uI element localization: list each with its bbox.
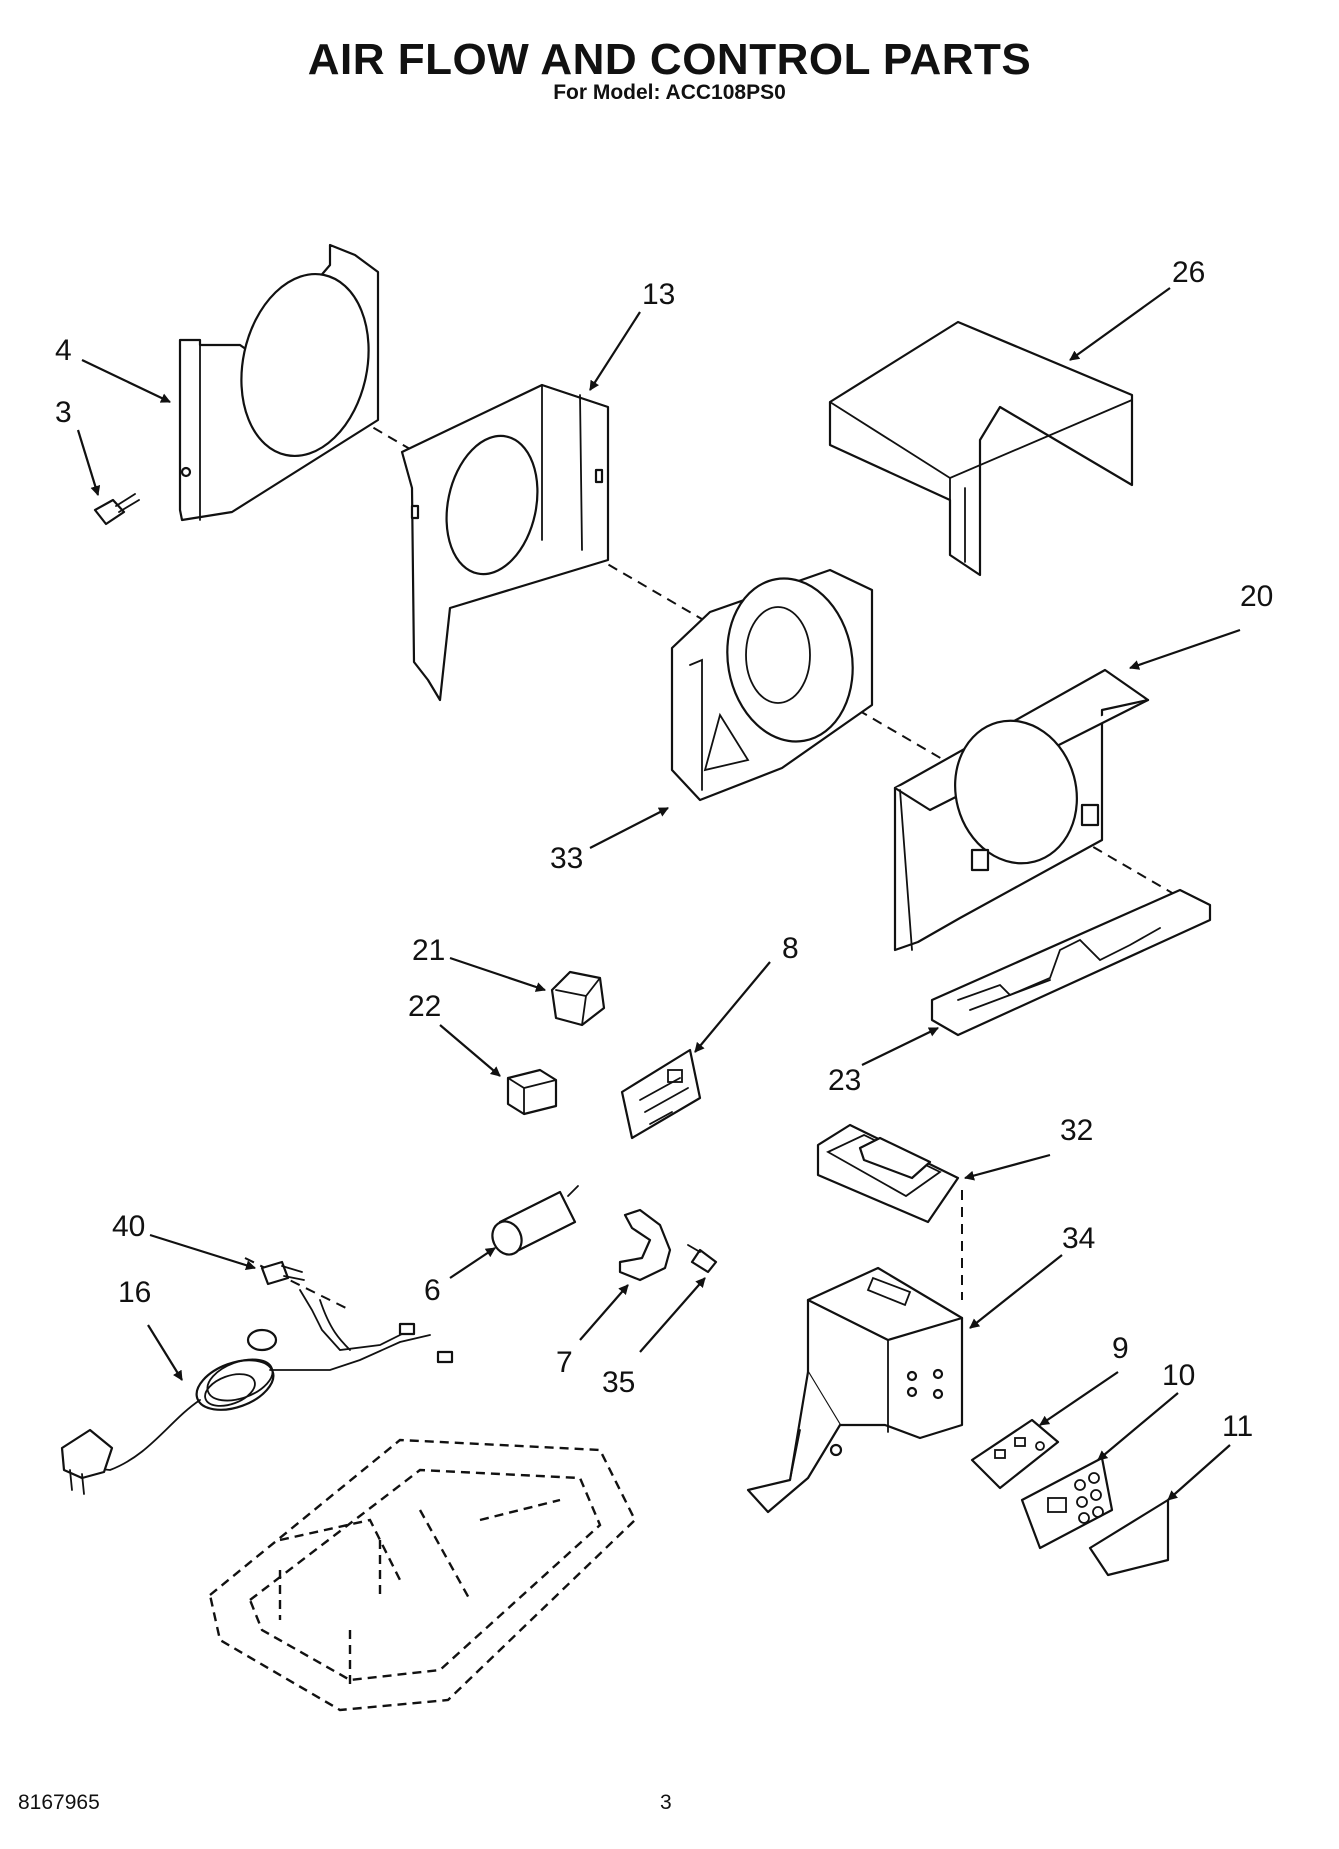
part-top-cover xyxy=(828,320,1134,577)
callout-8: 8 xyxy=(782,932,799,965)
part-fan-shroud xyxy=(178,243,380,522)
part-circuit-board xyxy=(620,1048,702,1140)
callout-32: 32 xyxy=(1060,1114,1093,1147)
page-number: 3 xyxy=(660,1791,672,1814)
callout-34: 34 xyxy=(1062,1222,1095,1255)
callout-23: 23 xyxy=(828,1064,861,1097)
part-ground-screw xyxy=(260,1260,305,1286)
part-orifice-panel xyxy=(893,668,1150,952)
document-number: 8167965 xyxy=(18,1791,100,1814)
harness-axis-line xyxy=(244,1257,351,1311)
callout-22: 22 xyxy=(408,990,441,1023)
part-overlay xyxy=(1088,1498,1170,1577)
callout-6: 6 xyxy=(424,1274,441,1307)
part-screw xyxy=(93,493,140,526)
callout-35: 35 xyxy=(602,1366,635,1399)
callout-7: 7 xyxy=(556,1346,573,1379)
part-keypad xyxy=(1020,1456,1114,1550)
part-module xyxy=(506,1068,558,1116)
model-subtitle: For Model: ACC108PS0 xyxy=(553,81,786,104)
callout-40: 40 xyxy=(112,1210,145,1243)
callout-13: 13 xyxy=(642,278,675,311)
callout-26: 26 xyxy=(1172,256,1205,289)
base-pan-phantom xyxy=(208,1438,637,1712)
part-bezel-frame xyxy=(816,1123,960,1224)
part-base-tray xyxy=(930,888,1212,1037)
callout-9: 9 xyxy=(1112,1332,1129,1365)
part-power-cord xyxy=(60,1289,454,1495)
part-capacitor xyxy=(491,1185,579,1256)
part-strap-bracket xyxy=(618,1208,672,1282)
callout-10: 10 xyxy=(1162,1359,1195,1392)
part-blower-scroll xyxy=(670,568,874,802)
callout-11: 11 xyxy=(1222,1410,1253,1443)
part-fan-housing-plate xyxy=(400,383,610,702)
part-screw-35 xyxy=(687,1244,718,1274)
callout-3: 3 xyxy=(55,396,72,429)
leader-lines xyxy=(76,287,1241,1501)
callout-16: 16 xyxy=(118,1276,151,1309)
callout-20: 20 xyxy=(1240,580,1273,613)
callout-21: 21 xyxy=(412,934,445,967)
part-relay xyxy=(550,970,606,1027)
page-title: AIR FLOW AND CONTROL PARTS xyxy=(307,35,1032,84)
part-control-box xyxy=(746,1266,964,1514)
callout-33: 33 xyxy=(550,842,583,875)
part-control-board xyxy=(970,1418,1060,1490)
callout-4: 4 xyxy=(55,334,72,367)
